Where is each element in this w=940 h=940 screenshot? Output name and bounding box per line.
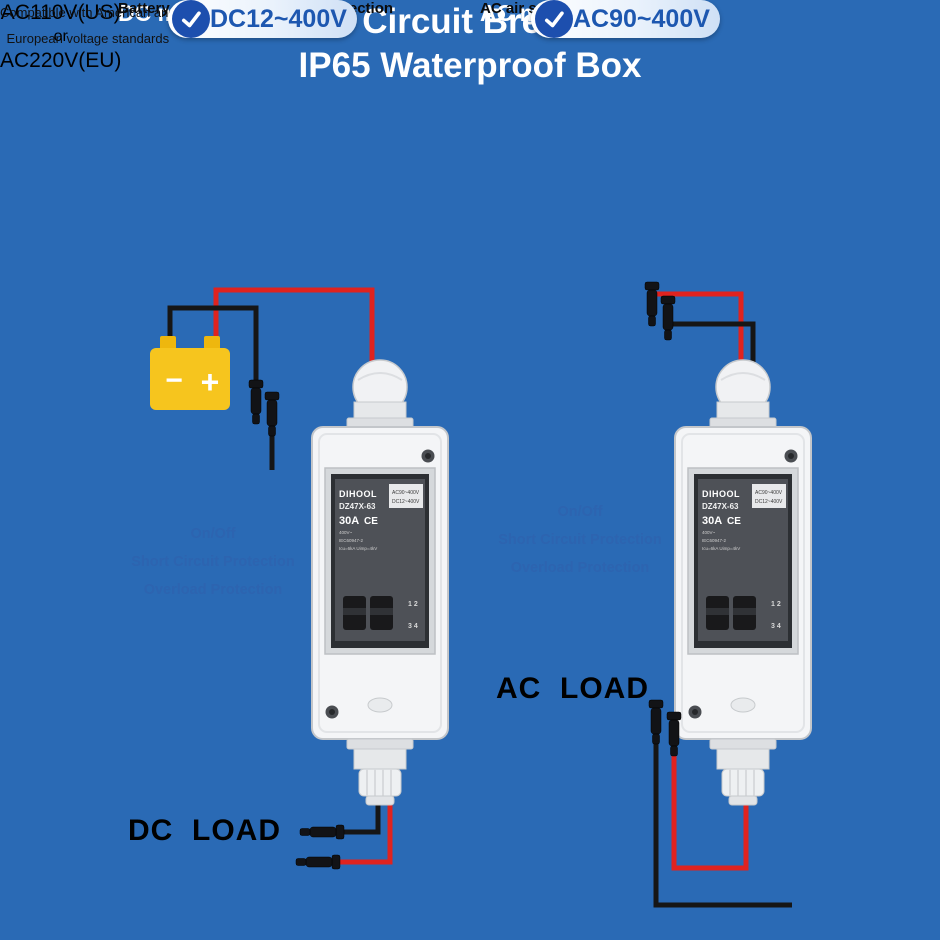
breaker-device-dc bbox=[311, 359, 449, 806]
ac-features: On/Off Short Circuit Protection Overload… bbox=[480, 498, 680, 582]
checkmark-glyph bbox=[181, 11, 201, 28]
breaker-device-ac bbox=[674, 359, 812, 806]
compat-note: Compatible with American and European vo… bbox=[0, 0, 176, 52]
wire-red-dc-output bbox=[340, 798, 393, 865]
ac-voltage-badge: AC90~400V bbox=[531, 0, 720, 38]
voltage-us: AC110V(US) bbox=[0, 1, 121, 24]
mc4-connector-ac-bottom-b bbox=[666, 711, 682, 757]
compat-line2: European voltage standards bbox=[6, 31, 170, 46]
mc4-connector-ac-top-a bbox=[644, 281, 660, 327]
mc4-connector-dc-bottom-red bbox=[295, 854, 341, 870]
battery-minus: − bbox=[165, 364, 183, 397]
checkmark-glyph bbox=[544, 11, 564, 28]
compat-line1: Compatible with American and bbox=[0, 5, 176, 20]
wire-red-ac-input bbox=[656, 291, 744, 362]
ac-badge-label: AC90~400V bbox=[573, 4, 710, 33]
check-icon bbox=[172, 0, 210, 38]
feature-line: On/Off bbox=[557, 504, 603, 520]
dc-load-label: DC LOAD bbox=[128, 814, 281, 847]
dc-features: On/Off Short Circuit Protection Overload… bbox=[118, 520, 308, 604]
feature-line: Short Circuit Protection bbox=[131, 554, 295, 570]
wire-black-dc-input bbox=[167, 305, 259, 384]
wire-black-ac-output bbox=[653, 744, 792, 908]
mc4-connector-dc-top-b bbox=[264, 391, 280, 437]
ac-voltage-info: AC110V(US) or AC220V(EU) bbox=[0, 0, 121, 74]
feature-line: Overload Protection bbox=[143, 582, 283, 598]
check-icon bbox=[535, 0, 573, 38]
battery-icon: − + bbox=[150, 336, 230, 410]
wire-black-dc-output bbox=[344, 798, 381, 835]
mc4-connector-dc-bottom-black bbox=[299, 824, 345, 840]
dc-badge-label: DC12~400V bbox=[210, 4, 347, 33]
dc-voltage-badge: DC12~400V bbox=[168, 0, 357, 38]
battery-plus: + bbox=[201, 364, 220, 400]
feature-line: On/Off bbox=[190, 526, 236, 542]
feature-line: Overload Protection bbox=[510, 560, 650, 576]
wire-black-ac-input bbox=[672, 321, 756, 362]
mc4-connector-ac-top-b bbox=[660, 295, 676, 341]
voltage-or: or bbox=[53, 28, 68, 45]
voltage-eu: AC220V(EU) bbox=[0, 49, 122, 72]
wire-red-ac-output bbox=[671, 756, 749, 871]
ac-load-label: AC LOAD bbox=[496, 672, 649, 705]
title-line2: IP65 Waterproof Box bbox=[298, 46, 642, 85]
feature-line: Short Circuit Protection bbox=[498, 532, 662, 548]
mc4-connector-ac-bottom-a bbox=[648, 699, 664, 745]
mc4-connector-dc-top-a bbox=[248, 379, 264, 425]
wire-red-dc-input bbox=[213, 287, 375, 362]
